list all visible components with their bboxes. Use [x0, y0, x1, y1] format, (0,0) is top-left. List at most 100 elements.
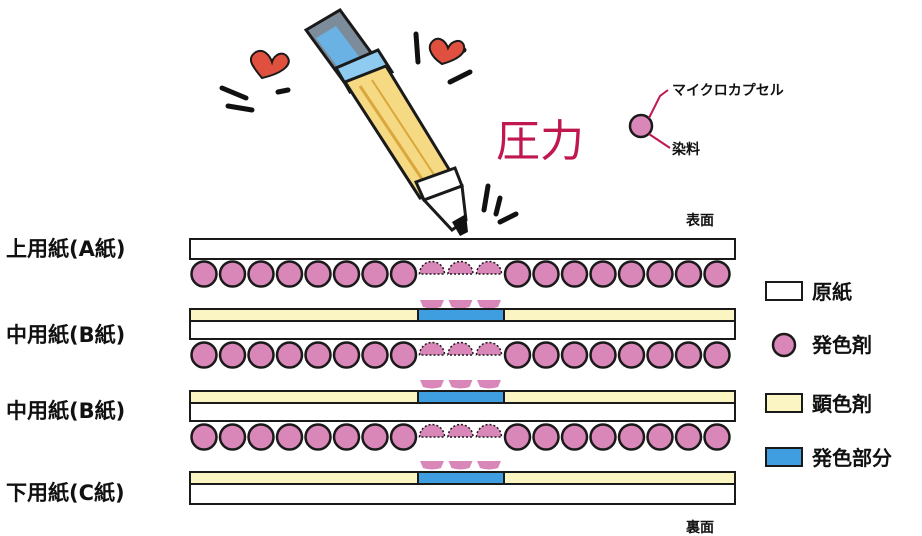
- microcapsule: [190, 260, 218, 288]
- paper-b2: [189, 390, 736, 422]
- heart-icon: [249, 50, 290, 80]
- dye-label: 染料: [672, 141, 700, 158]
- released-dye: [477, 461, 501, 470]
- released-dye: [420, 461, 444, 470]
- microcapsule: [389, 260, 418, 288]
- capsule-row-1: [190, 260, 731, 309]
- paper-c: [189, 471, 736, 505]
- microcapsule: [361, 260, 389, 288]
- released-dye: [448, 380, 473, 389]
- microcapsule: [218, 423, 247, 451]
- microcapsule: [703, 341, 731, 369]
- ruptured-capsule: [475, 260, 503, 275]
- microcapsule: [503, 423, 532, 451]
- microcapsule: [503, 341, 532, 369]
- paper-b1: [189, 308, 736, 340]
- microcapsule: [332, 423, 361, 451]
- microcapsule: [247, 423, 275, 451]
- released-dye: [448, 300, 473, 309]
- microcapsule: [218, 341, 247, 369]
- microcapsule: [304, 260, 332, 288]
- microcapsule: [218, 260, 247, 288]
- microcapsule: [190, 423, 218, 451]
- ruptured-capsule: [475, 423, 503, 438]
- microcapsule: [503, 260, 532, 288]
- ruptured-capsule: [447, 260, 474, 275]
- microcapsule: [532, 423, 560, 451]
- layer-label-a: 上用紙(A紙): [6, 237, 125, 261]
- ruptured-capsule: [418, 260, 446, 275]
- legend: 原紙 発色剤 顕色剤 発色部分: [765, 280, 892, 470]
- released-dye: [477, 300, 501, 309]
- microcapsule: [617, 260, 646, 288]
- released-dye: [477, 380, 501, 389]
- legend-label-colored: 発色部分: [811, 446, 892, 470]
- microcapsule: [361, 423, 389, 451]
- microcapsule: [617, 423, 646, 451]
- pressure-label: 圧力: [496, 116, 584, 167]
- microcapsule: [589, 260, 617, 288]
- capsule-row-2: [190, 341, 731, 389]
- released-dye: [420, 380, 444, 389]
- microcapsule: [275, 260, 304, 288]
- microcapsule: [589, 423, 617, 451]
- layer-label-b1: 中用紙(B紙): [6, 323, 125, 347]
- released-dye: [420, 300, 444, 309]
- microcapsule: [532, 260, 560, 288]
- legend-developer-swatch: [765, 393, 803, 413]
- microcapsule: [560, 260, 589, 288]
- pencil-icon: [303, 8, 468, 236]
- microcapsule: [674, 423, 703, 451]
- capsule-row-3: [190, 423, 731, 470]
- legend-label-developer: 顕色剤: [812, 392, 872, 416]
- ruptured-capsule: [418, 341, 446, 356]
- microcapsule-callout: マイクロカプセル 染料: [628, 83, 784, 158]
- colored-area: [417, 390, 505, 404]
- microcapsule: [275, 341, 304, 369]
- legend-color-former-swatch: [771, 332, 797, 358]
- base-paper-a: [189, 238, 736, 260]
- colored-area: [417, 471, 505, 485]
- microcapsule: [532, 341, 560, 369]
- microcapsule: [646, 423, 674, 451]
- microcapsule: [275, 423, 304, 451]
- motion-lines-icon: [219, 31, 519, 225]
- microcapsule: [304, 341, 332, 369]
- heart-icon: [428, 37, 466, 66]
- base-paper: [189, 320, 736, 340]
- microcapsule: [332, 341, 361, 369]
- microcapsule: [304, 423, 332, 451]
- microcapsule: [190, 341, 218, 369]
- layer-label-c: 下用紙(C紙): [6, 481, 125, 505]
- legend-label-color-former: 発色剤: [811, 333, 872, 357]
- microcapsule: [589, 341, 617, 369]
- legend-base-paper-swatch: [765, 281, 803, 301]
- microcapsule: [560, 423, 589, 451]
- microcapsule: [560, 341, 589, 369]
- microcapsule: [389, 423, 418, 451]
- microcapsule: [703, 423, 731, 451]
- microcapsule: [617, 341, 646, 369]
- microcapsule: [361, 341, 389, 369]
- layer-label-b2: 中用紙(B紙): [6, 399, 125, 423]
- front-label: 表面: [685, 212, 714, 229]
- microcapsule: [332, 260, 361, 288]
- microcapsule: [674, 260, 703, 288]
- legend-label-base-paper: 原紙: [812, 280, 852, 304]
- back-label: 裏面: [685, 519, 714, 536]
- ruptured-capsule: [447, 341, 474, 356]
- legend-colored-swatch: [765, 447, 803, 467]
- microcapsule: [247, 341, 275, 369]
- microcapsule: [646, 260, 674, 288]
- base-paper: [189, 483, 736, 505]
- microcapsule: [247, 260, 275, 288]
- ruptured-capsule: [447, 423, 474, 438]
- colored-area: [417, 308, 505, 322]
- microcapsule: [703, 260, 731, 288]
- microcapsule: [674, 341, 703, 369]
- microcapsule-label: マイクロカプセル: [672, 83, 784, 99]
- microcapsule: [389, 341, 418, 369]
- microcapsule: [646, 341, 674, 369]
- base-paper: [189, 402, 736, 422]
